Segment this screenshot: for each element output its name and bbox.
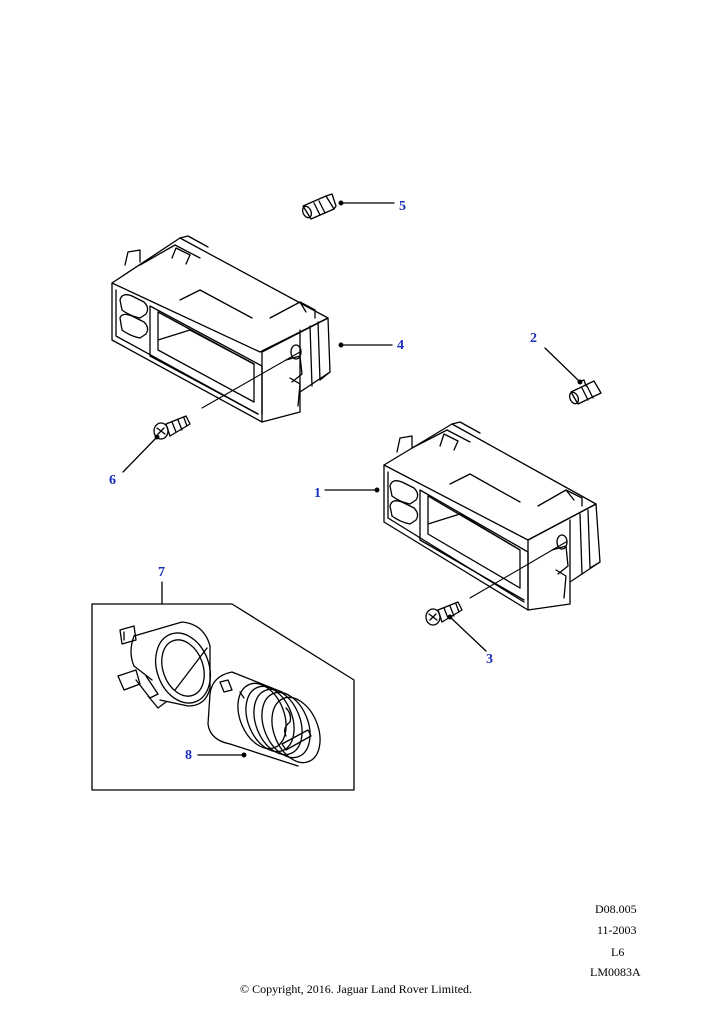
drawing-ref: D08.005 [595, 902, 637, 916]
lighter-socket-part-7 [117, 621, 212, 709]
callout-7[interactable]: 7 [158, 565, 165, 580]
callout-6[interactable]: 6 [109, 473, 116, 488]
inset-box [91, 603, 355, 791]
leader-1 [324, 487, 380, 493]
callout-4[interactable]: 4 [397, 338, 404, 353]
callout-5[interactable]: 5 [399, 199, 406, 214]
screw-part-6 [153, 415, 191, 440]
leader-5 [338, 200, 395, 206]
leader-3 [447, 614, 487, 652]
illustration-code: LM0083A [590, 965, 641, 979]
switch-housing-part-1 [383, 421, 601, 611]
bulb-part-2 [568, 379, 602, 405]
screw-part-3 [425, 601, 463, 626]
bulb-part-5 [301, 193, 337, 220]
drawing-level: L6 [611, 945, 625, 959]
callout-3[interactable]: 3 [486, 652, 493, 667]
callout-1[interactable]: 1 [314, 486, 321, 501]
drawing-date: 11-2003 [597, 923, 637, 937]
copyright-notice: © Copyright, 2016. Jaguar Land Rover Lim… [239, 982, 473, 996]
lighter-element-part-8 [207, 671, 321, 767]
leader-8 [197, 752, 247, 758]
leader-4 [338, 342, 393, 348]
leader-2 [544, 347, 583, 385]
switch-housing-part-4 [111, 235, 331, 423]
leader-6 [122, 434, 160, 473]
callout-8[interactable]: 8 [185, 748, 192, 763]
callout-2[interactable]: 2 [530, 331, 537, 346]
